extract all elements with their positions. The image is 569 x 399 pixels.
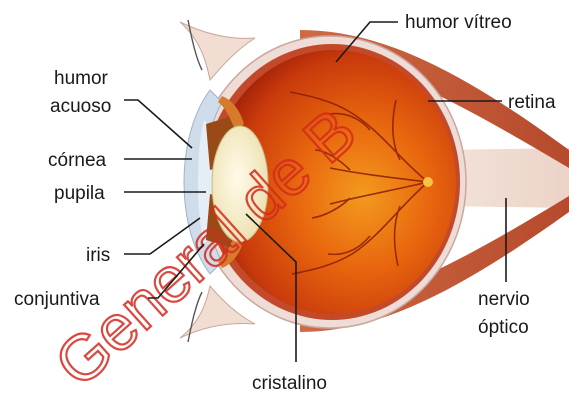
leader-humor-acuoso — [124, 100, 192, 148]
label-humor-acuoso-1: humor — [54, 68, 109, 89]
label-nervio-optico-2: óptico — [478, 317, 529, 338]
label-pupila: pupila — [54, 183, 105, 204]
label-humor-vitreo: humor vítreo — [405, 12, 512, 33]
label-iris: iris — [86, 245, 110, 266]
label-cornea: córnea — [48, 150, 107, 171]
label-conjuntiva: conjuntiva — [14, 289, 100, 310]
label-retina: retina — [508, 92, 556, 113]
label-cristalino: cristalino — [252, 373, 327, 394]
optic-disc — [423, 177, 433, 187]
label-nervio-optico-1: nervio — [478, 289, 530, 310]
label-humor-acuoso-2: acuoso — [50, 96, 111, 117]
